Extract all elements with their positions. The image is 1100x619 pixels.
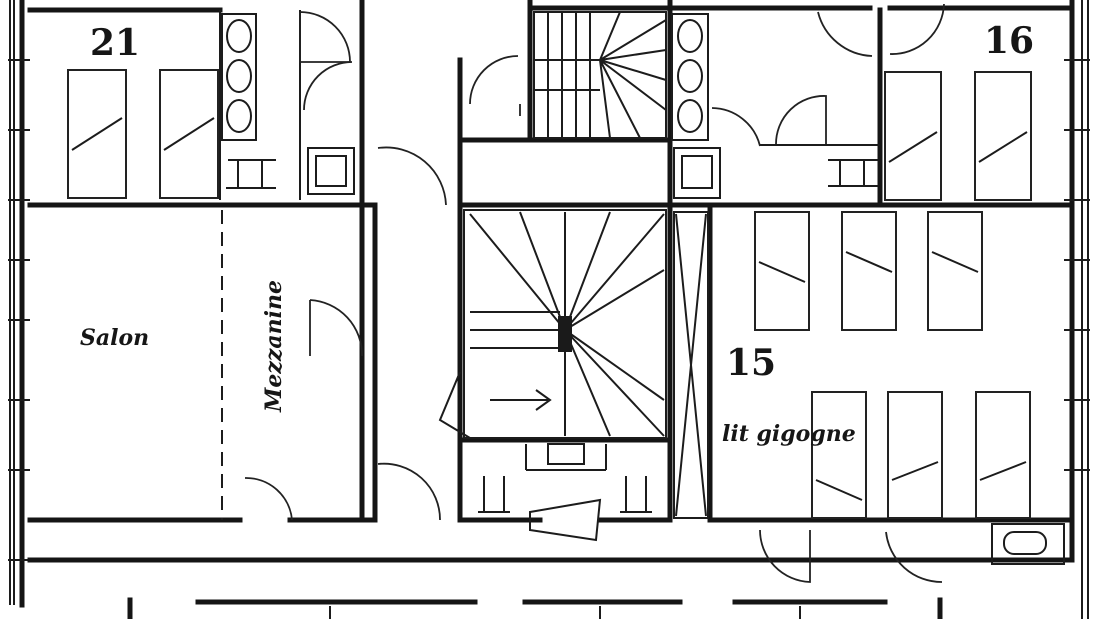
room-16-bath (671, 13, 878, 199)
salon-label: Salon (80, 325, 150, 351)
room-15-beds (754, 211, 1031, 519)
mezzanine-label: Mezzanine (260, 280, 287, 412)
facade-walls (8, 0, 1090, 619)
room-21-bath (221, 13, 355, 195)
lit-gigogne-label: lit gigogne (722, 421, 856, 447)
room-16-beds (884, 71, 1032, 201)
room-15-basin (991, 523, 1065, 565)
room-15-label: 15 (726, 342, 777, 384)
wc-block (478, 443, 652, 542)
room-21-beds (67, 69, 219, 199)
lower-rooms (127, 597, 943, 619)
room-16-label: 16 (984, 20, 1035, 62)
stairs-main (438, 209, 667, 439)
stairs-upper (533, 11, 667, 139)
door-swings (244, 3, 945, 583)
shaft (673, 211, 709, 519)
interior-walls (27, 0, 1073, 563)
room-21-label: 21 (90, 22, 141, 64)
